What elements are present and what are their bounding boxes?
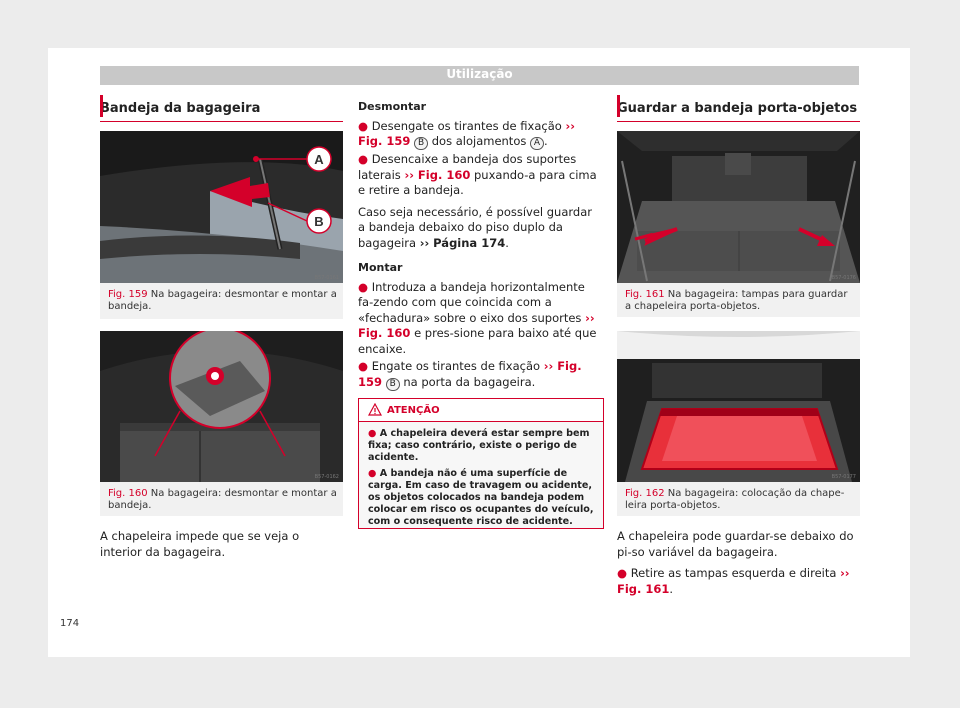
ref-fig-161[interactable]: ›› Fig. 161: [617, 566, 850, 596]
figure-162-caption: Fig. 162 Na bagageira: colocação da chap…: [625, 488, 854, 512]
ref-page-174[interactable]: ›› Página 174: [419, 235, 506, 250]
bullet-text: Introduza a bandeja horizontalmente fa-z…: [358, 279, 585, 325]
punctuation: .: [505, 235, 509, 250]
caption-text: Na bagageira: colocação da chape-leira p…: [625, 488, 845, 511]
warning-header: ATENÇÃO: [359, 399, 603, 422]
ref-fig-160[interactable]: ›› Fig. 160: [358, 310, 595, 341]
punctuation: .: [544, 134, 548, 148]
heading-accent: [100, 95, 103, 117]
section-header-bar: Utilização: [100, 66, 859, 85]
figure-label: Fig. 161: [625, 289, 665, 300]
figure-159: A B B57-0161 Fig. 159 Na bagageira: desm…: [100, 131, 343, 319]
warning-triangle-icon: [368, 403, 382, 416]
bullet-text: na porta da bagageira.: [403, 374, 536, 389]
figure-160-image: B57-0162: [100, 331, 343, 482]
warning-title: ATENÇÃO: [387, 405, 440, 416]
caption-text: Na bagageira: desmontar e montar a bande…: [108, 488, 337, 511]
bullet-4: ● Engate os tirantes de fixação ›› Fig. …: [358, 359, 602, 391]
figure-code: B57-0162: [314, 474, 339, 480]
figure-160: B57-0162 Fig. 160 Na bagageira: desmonta…: [100, 331, 343, 516]
heading-guardar: Guardar a bandeja porta-objetos: [617, 101, 858, 116]
warning-text: A chapeleira deverá estar sempre bem fix…: [368, 428, 590, 463]
bullet-1: ● Desengate os tirantes de fixação ›› Fi…: [358, 118, 602, 150]
bullet-icon: ●: [617, 566, 628, 580]
bullet-2: ● Desencaixe a bandeja dos suportes late…: [358, 152, 602, 199]
heading-rule: [100, 121, 343, 122]
bullet-3: ● Introduza a bandeja horizontalmente fa…: [358, 280, 602, 358]
bullet-icon: ●: [358, 279, 369, 294]
bullet-icon: ●: [368, 428, 377, 439]
caption-text: Na bagageira: desmontar e montar a bande…: [108, 289, 337, 312]
page-number: 174: [60, 618, 80, 629]
col3-paragraph: A chapeleira pode guardar-se debaixo do …: [617, 529, 854, 559]
bullet-text: Retire as tampas esquerda e direita: [630, 566, 837, 580]
figure-code: B57-0176: [831, 275, 856, 281]
heading-bandeja: Bandeja da bagageira: [100, 101, 261, 116]
figure-label: Fig. 160: [108, 488, 148, 499]
figure-code: B57-0161: [314, 275, 339, 281]
ref-fig-160[interactable]: ›› Fig. 160: [404, 167, 471, 182]
bullet-text: dos alojamentos: [431, 134, 527, 148]
figure-161-image: B57-0176: [617, 131, 860, 283]
figure-label: Fig. 162: [625, 488, 665, 499]
figure-159-image: A B B57-0161: [100, 131, 343, 283]
col1-paragraph: A chapeleira impede que se veja o interi…: [100, 529, 300, 559]
figure-161-caption: Fig. 161 Na bagageira: tampas para guard…: [625, 289, 854, 313]
caption-text: Na bagageira: tampas para guardar a chap…: [625, 289, 848, 312]
tag-b: B: [385, 377, 400, 391]
bullet-icon: ●: [358, 359, 369, 373]
figure-162: B57-0177 Fig. 162 Na bagageira: colocaçã…: [617, 331, 860, 516]
callout-a: A: [314, 152, 324, 167]
warning-body: ● A chapeleira deverá estar sempre bem f…: [368, 428, 595, 528]
bullet-icon: ●: [358, 152, 369, 166]
paragraph-text: Caso seja necessário, é possível guardar…: [358, 204, 592, 250]
heading-rule: [617, 121, 860, 122]
paragraph-guardar: Caso seja necessário, é possível guardar…: [358, 205, 602, 252]
bullet-icon: ●: [358, 118, 369, 133]
figure-162-image: B57-0177: [617, 331, 860, 482]
figure-label: Fig. 159: [108, 289, 148, 300]
bullet-text: Desengate os tirantes de fixação: [371, 118, 562, 133]
warning-item-1: ● A chapeleira deverá estar sempre bem f…: [368, 428, 595, 464]
figure-161: B57-0176 Fig. 161 Na bagageira: tampas p…: [617, 131, 860, 317]
warning-text: A bandeja não é uma superfície de carga.…: [368, 468, 594, 527]
subheading-montar: Montar: [358, 261, 403, 274]
ref-fig-159[interactable]: ›› Fig. 159: [358, 118, 575, 149]
tag-b: B: [414, 137, 429, 150]
bullet-text: Engate os tirantes de fixação: [371, 359, 541, 373]
bullet-tampas: ● Retire as tampas esquerda e direita ››…: [617, 566, 860, 597]
callout-b: B: [314, 214, 323, 229]
bullet-text: e pres-sione para baixo até que encaixe.: [358, 326, 597, 356]
figure-code: B57-0177: [831, 474, 856, 480]
tag-a: A: [530, 137, 544, 150]
figure-159-caption: Fig. 159 Na bagageira: desmontar e monta…: [108, 289, 337, 313]
punctuation: .: [669, 581, 674, 596]
bullet-text: puxando-a para cima e retire a bandeja.: [358, 167, 597, 198]
heading-accent: [617, 95, 620, 117]
section-title: Utilização: [446, 67, 513, 81]
subheading-desmontar: Desmontar: [358, 100, 427, 113]
bullet-icon: ●: [368, 468, 377, 479]
col3-text: A chapeleira pode guardar-se debaixo do …: [617, 529, 860, 597]
warning-item-2: ● A bandeja não é uma superfície de carg…: [368, 468, 595, 528]
ref-fig-159[interactable]: ›› Fig. 159: [358, 359, 582, 389]
warning-box: ATENÇÃO ● A chapeleira deverá estar semp…: [358, 398, 604, 529]
figure-160-caption: Fig. 160 Na bagageira: desmontar e monta…: [108, 488, 337, 512]
bullet-text: Desencaixe a bandeja dos suportes latera…: [358, 152, 577, 182]
